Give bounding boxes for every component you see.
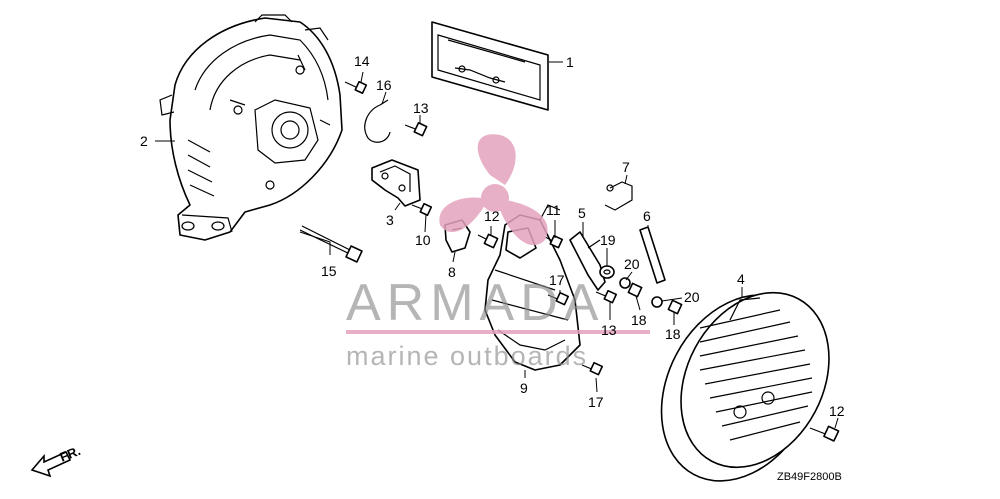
wire-clip-7	[604, 181, 633, 211]
watermark-propeller-blade	[500, 200, 548, 246]
nut-18-a	[627, 282, 643, 298]
callout-label: 8	[448, 264, 456, 280]
callout-label: 6	[643, 208, 651, 224]
callout-label: 20	[624, 256, 640, 272]
watermark-tagline: marine outboards	[346, 341, 588, 371]
screw-14	[344, 80, 368, 95]
washer-20-b	[651, 296, 663, 308]
tag-label-part	[431, 21, 549, 111]
nut-12-mid	[477, 233, 499, 249]
watermark-brand: ARMADA	[346, 274, 604, 332]
bolt-15	[299, 225, 363, 263]
screw-17-bottom	[581, 361, 604, 376]
screw-17-top	[547, 291, 570, 306]
hook-part	[364, 99, 391, 143]
callout-label: 17	[588, 394, 604, 410]
callout-label: 16	[376, 77, 392, 93]
callout-labels: 1 2 3 4 5 6 7 8 9 10 11 12 12 13 13 14 1…	[140, 53, 845, 419]
callout-label: 15	[321, 263, 337, 279]
nut-18-b	[667, 299, 683, 315]
callout-label: 3	[386, 212, 394, 228]
screw-12-right	[809, 425, 840, 442]
callout-label: 13	[413, 100, 429, 116]
front-arrow: FR.	[30, 443, 83, 478]
watermark-propeller-blade	[439, 197, 485, 233]
callout-label: 4	[737, 271, 745, 287]
callout-label: 18	[665, 326, 681, 342]
callout-label: 10	[415, 232, 431, 248]
screw-13-mid	[595, 289, 618, 304]
arrow-icon	[30, 450, 72, 478]
callout-label: 12	[484, 208, 500, 224]
screw-13-top	[404, 121, 428, 137]
callout-label: 12	[829, 403, 845, 419]
leader-lines	[155, 61, 839, 429]
callout-label: 20	[684, 289, 700, 305]
washer-20-a	[619, 277, 631, 289]
housing-part	[159, 14, 343, 241]
spring-plate-part	[569, 231, 606, 291]
recoil-cover-part	[660, 291, 830, 482]
callout-label: 19	[600, 232, 616, 248]
front-marker-label: FR.	[58, 443, 83, 465]
callout-label: 1	[566, 54, 574, 70]
screw-10	[411, 202, 433, 217]
screw-11	[544, 234, 564, 249]
watermark: ARMADA marine outboards	[346, 134, 650, 371]
callout-label: 18	[631, 312, 647, 328]
callout-label: 14	[354, 53, 370, 69]
callout-label: 11	[546, 202, 561, 218]
watermark-propeller-blade	[477, 134, 516, 185]
bracket-part	[371, 159, 421, 207]
callout-label: 17	[549, 272, 565, 288]
diagram-code: ZB49F2800B	[777, 471, 842, 483]
watermark-propeller-hub	[481, 184, 509, 212]
callout-label: 9	[520, 380, 528, 396]
callout-label: 13	[601, 322, 617, 338]
callout-label: 7	[622, 159, 630, 175]
callout-label: 2	[140, 133, 148, 149]
callout-label: 5	[578, 205, 586, 221]
strip-6	[639, 226, 666, 284]
